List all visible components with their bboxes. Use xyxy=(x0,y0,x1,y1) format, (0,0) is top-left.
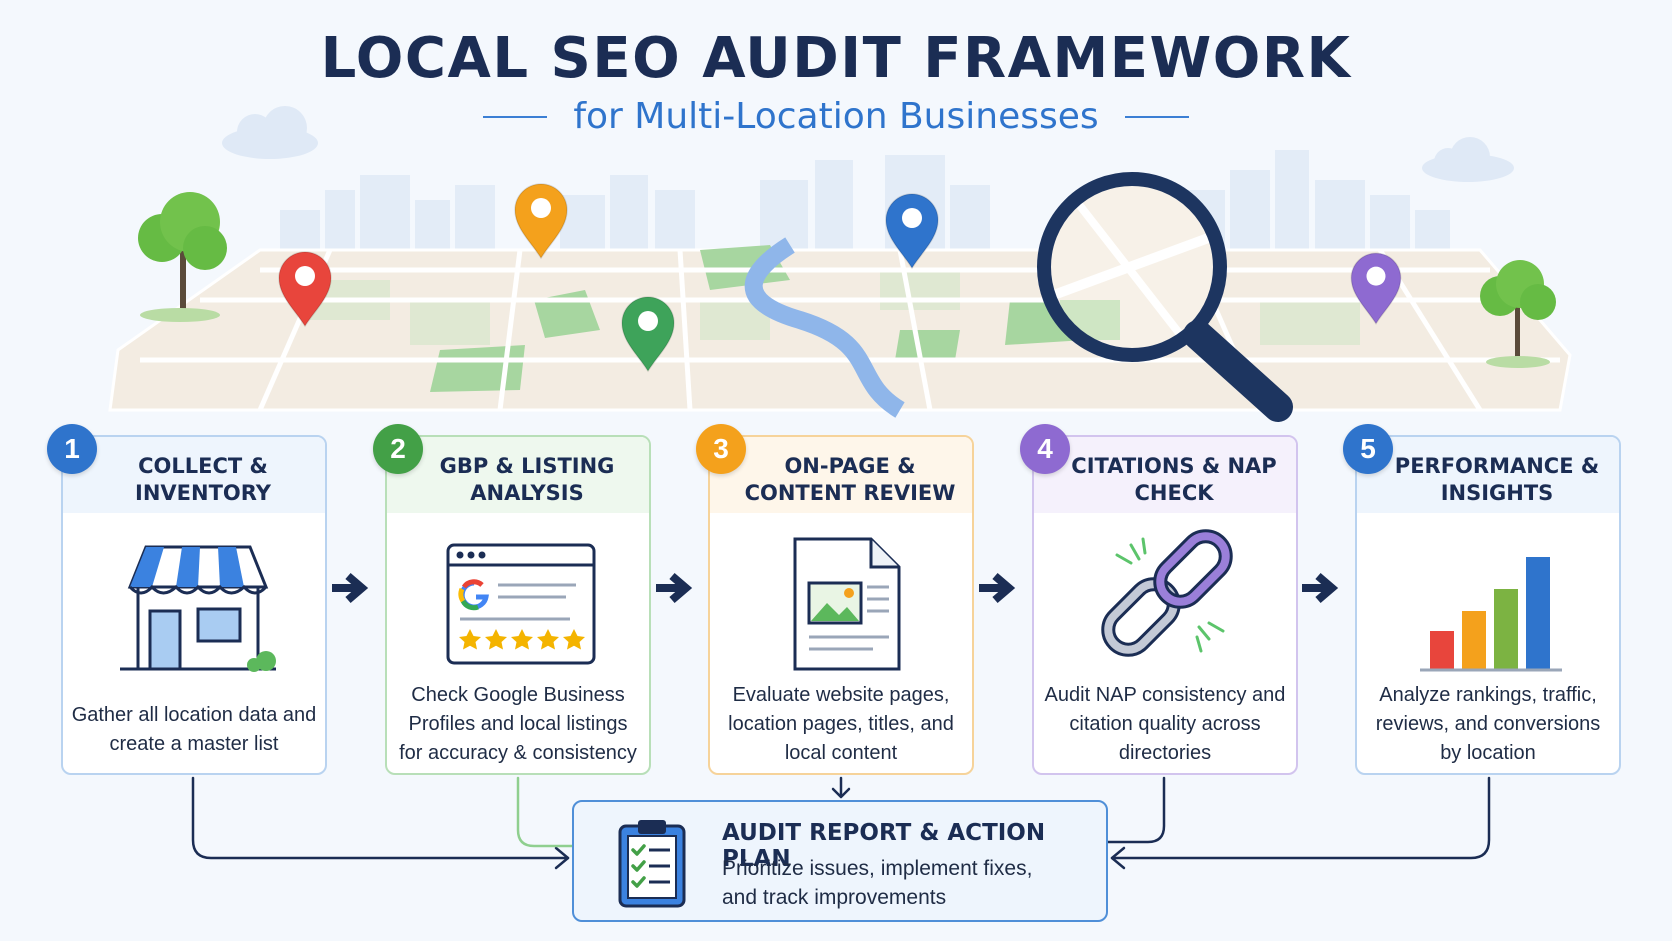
tree-icon xyxy=(1480,260,1556,368)
purple-pin-icon xyxy=(1350,252,1402,325)
divider-line xyxy=(483,115,548,118)
step-badge: 4 xyxy=(1020,424,1070,474)
audit-report-box: AUDIT REPORT & ACTION PLAN Prioritize is… xyxy=(572,800,1108,922)
step-card-1: COLLECT & INVENTORY Gather all location … xyxy=(61,435,327,775)
step-description: Evaluate website pages, location pages, … xyxy=(728,684,954,764)
step-card-5: PERFORMANCE & INSIGHTS Analyze rankings,… xyxy=(1355,435,1621,775)
cloud-icon xyxy=(222,106,1514,182)
arrow-right-icon xyxy=(332,572,369,604)
magnifier-icon xyxy=(1037,172,1293,422)
step-title: CITATIONS & NAP CHECK xyxy=(1071,454,1277,505)
step-title: GBP & LISTING ANALYSIS xyxy=(439,454,615,505)
report-title: AUDIT REPORT & ACTION PLAN xyxy=(722,820,1046,872)
step-title: PERFORMANCE & INSIGHTS xyxy=(1394,454,1600,505)
report-description-line: and track improvements xyxy=(722,886,947,909)
step-description: Analyze rankings, traffic, reviews, and … xyxy=(1375,684,1601,764)
bar-chart-icon xyxy=(1420,557,1562,672)
red-pin-icon xyxy=(278,251,332,328)
step-badge: 5 xyxy=(1343,424,1393,474)
card-header xyxy=(1034,437,1296,513)
card-header xyxy=(1357,437,1619,513)
green-pin-icon xyxy=(621,296,675,373)
arrow-right-icon xyxy=(979,572,1016,604)
orange-pin-icon xyxy=(514,183,568,260)
chain-link-icon xyxy=(1101,529,1233,657)
page-title: LOCAL SEO AUDIT FRAMEWORK xyxy=(320,26,1352,91)
report-description: Prioritize issues, implement fixes, and … xyxy=(722,854,1032,912)
step-description: Audit NAP consistency and citation quali… xyxy=(1044,684,1286,764)
step-badge: 3 xyxy=(696,424,746,474)
step-card-2: GBP & LISTING ANALYSIS Check Google Busi… xyxy=(385,435,651,775)
step-description: Check Google Business Profiles and local… xyxy=(399,684,637,764)
map-river xyxy=(744,237,905,418)
arrow-right-icon xyxy=(656,572,693,604)
subtitle-row: for Multi-Location Businesses xyxy=(0,96,1672,137)
step-title: COLLECT & INVENTORY xyxy=(135,454,271,505)
card-header xyxy=(710,437,972,513)
report-description-line: Prioritize issues, implement fixes, xyxy=(722,857,1033,880)
blue-pin-icon xyxy=(885,193,939,270)
clipboard-checklist-icon xyxy=(618,820,686,908)
google-listing-icon xyxy=(446,543,596,665)
step-card-3: ON-PAGE & CONTENT REVIEW Evaluate websit… xyxy=(708,435,974,775)
storefront-icon xyxy=(120,545,276,672)
card-header xyxy=(63,437,325,513)
step-badge: 1 xyxy=(47,424,97,474)
step-card-4: CITATIONS & NAP CHECK Audit NAP consiste… xyxy=(1032,435,1298,775)
card-header xyxy=(387,437,649,513)
arrow-right-icon xyxy=(1302,572,1339,604)
tree-icon xyxy=(138,192,227,322)
step-description: Gather all location data and create a ma… xyxy=(71,704,317,755)
page-subtitle: for Multi-Location Businesses xyxy=(573,96,1099,137)
document-icon xyxy=(793,537,901,671)
step-title: ON-PAGE & CONTENT REVIEW xyxy=(744,454,956,505)
step-badge: 2 xyxy=(373,424,423,474)
divider-line xyxy=(1124,115,1189,118)
